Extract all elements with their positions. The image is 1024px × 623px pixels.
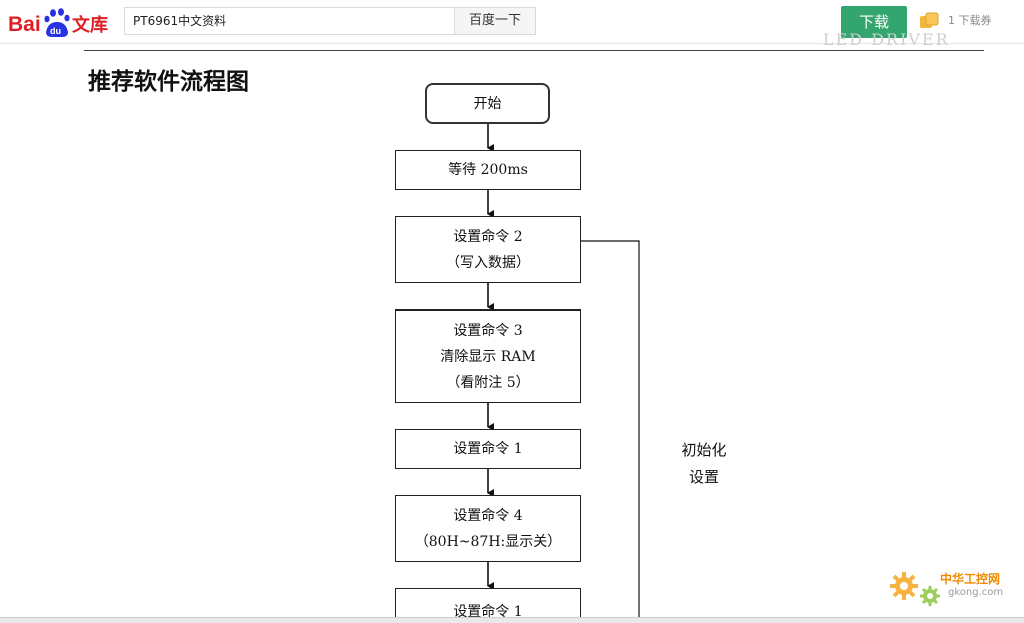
top-bar: Bai du 文库 PT6961中文资料 百度一下 下载 1 下载券 (0, 0, 1024, 44)
flow-node-text: 清除显示 RAM (440, 348, 536, 365)
flow-node-start: 开始 (425, 83, 550, 124)
coupon-count: 1 下载券 (948, 14, 992, 27)
search-input[interactable]: PT6961中文资料 (124, 7, 454, 35)
page-divider (84, 50, 984, 51)
flow-node-cmd4: 设置命令 4 （80H~87H:显示关） (395, 495, 581, 562)
flow-node-cmd2: 设置命令 2 （写入数据） (395, 216, 581, 283)
flow-node-text: 设置命令 4 (453, 507, 523, 524)
watermark-cn-text: 中华工控网 (940, 572, 1001, 586)
flow-node-text: （写入数据） (446, 254, 530, 271)
flow-node-text: 设置命令 1 (453, 604, 523, 620)
viewport-bottom-edge (0, 617, 1024, 623)
svg-text:du: du (50, 26, 61, 36)
watermark-en-text: gkong.com (948, 587, 1004, 598)
flow-node-wait: 等待 200ms (395, 150, 581, 190)
flow-node-cmd3: 设置命令 3 清除显示 RAM （看附注 5） (395, 309, 581, 403)
search-button[interactable]: 百度一下 (454, 7, 536, 35)
flow-node-text: 开始 (473, 95, 502, 112)
flow-node-text: 设置命令 1 (453, 441, 523, 457)
init-label-line: 初始化 (681, 441, 727, 459)
download-button[interactable]: 下载 (841, 6, 907, 38)
flow-node-text: 设置命令 3 (453, 322, 523, 339)
flow-node-text: 等待 200ms (448, 162, 528, 178)
coupon-icon (920, 12, 939, 28)
flow-node-text: （80H~87H:显示关） (414, 533, 562, 550)
flow-node-text: （看附注 5） (446, 374, 530, 391)
svg-text:文库: 文库 (72, 14, 108, 36)
init-settings-label: 初始化 设置 (668, 437, 740, 491)
flow-node-text: 设置命令 2 (453, 228, 523, 245)
gkong-watermark-gears-icon (890, 572, 940, 606)
init-label-line: 设置 (688, 468, 719, 486)
init-bracket-line (580, 240, 640, 623)
page-title: 推荐软件流程图 (88, 68, 249, 95)
previous-page-bleed-text: LED DRIVER (823, 30, 950, 49)
flow-node-cmd1: 设置命令 1 (395, 429, 581, 469)
svg-text:Bai: Bai (8, 13, 41, 36)
baidu-wenku-logo[interactable]: Bai du 文库 (6, 5, 110, 39)
